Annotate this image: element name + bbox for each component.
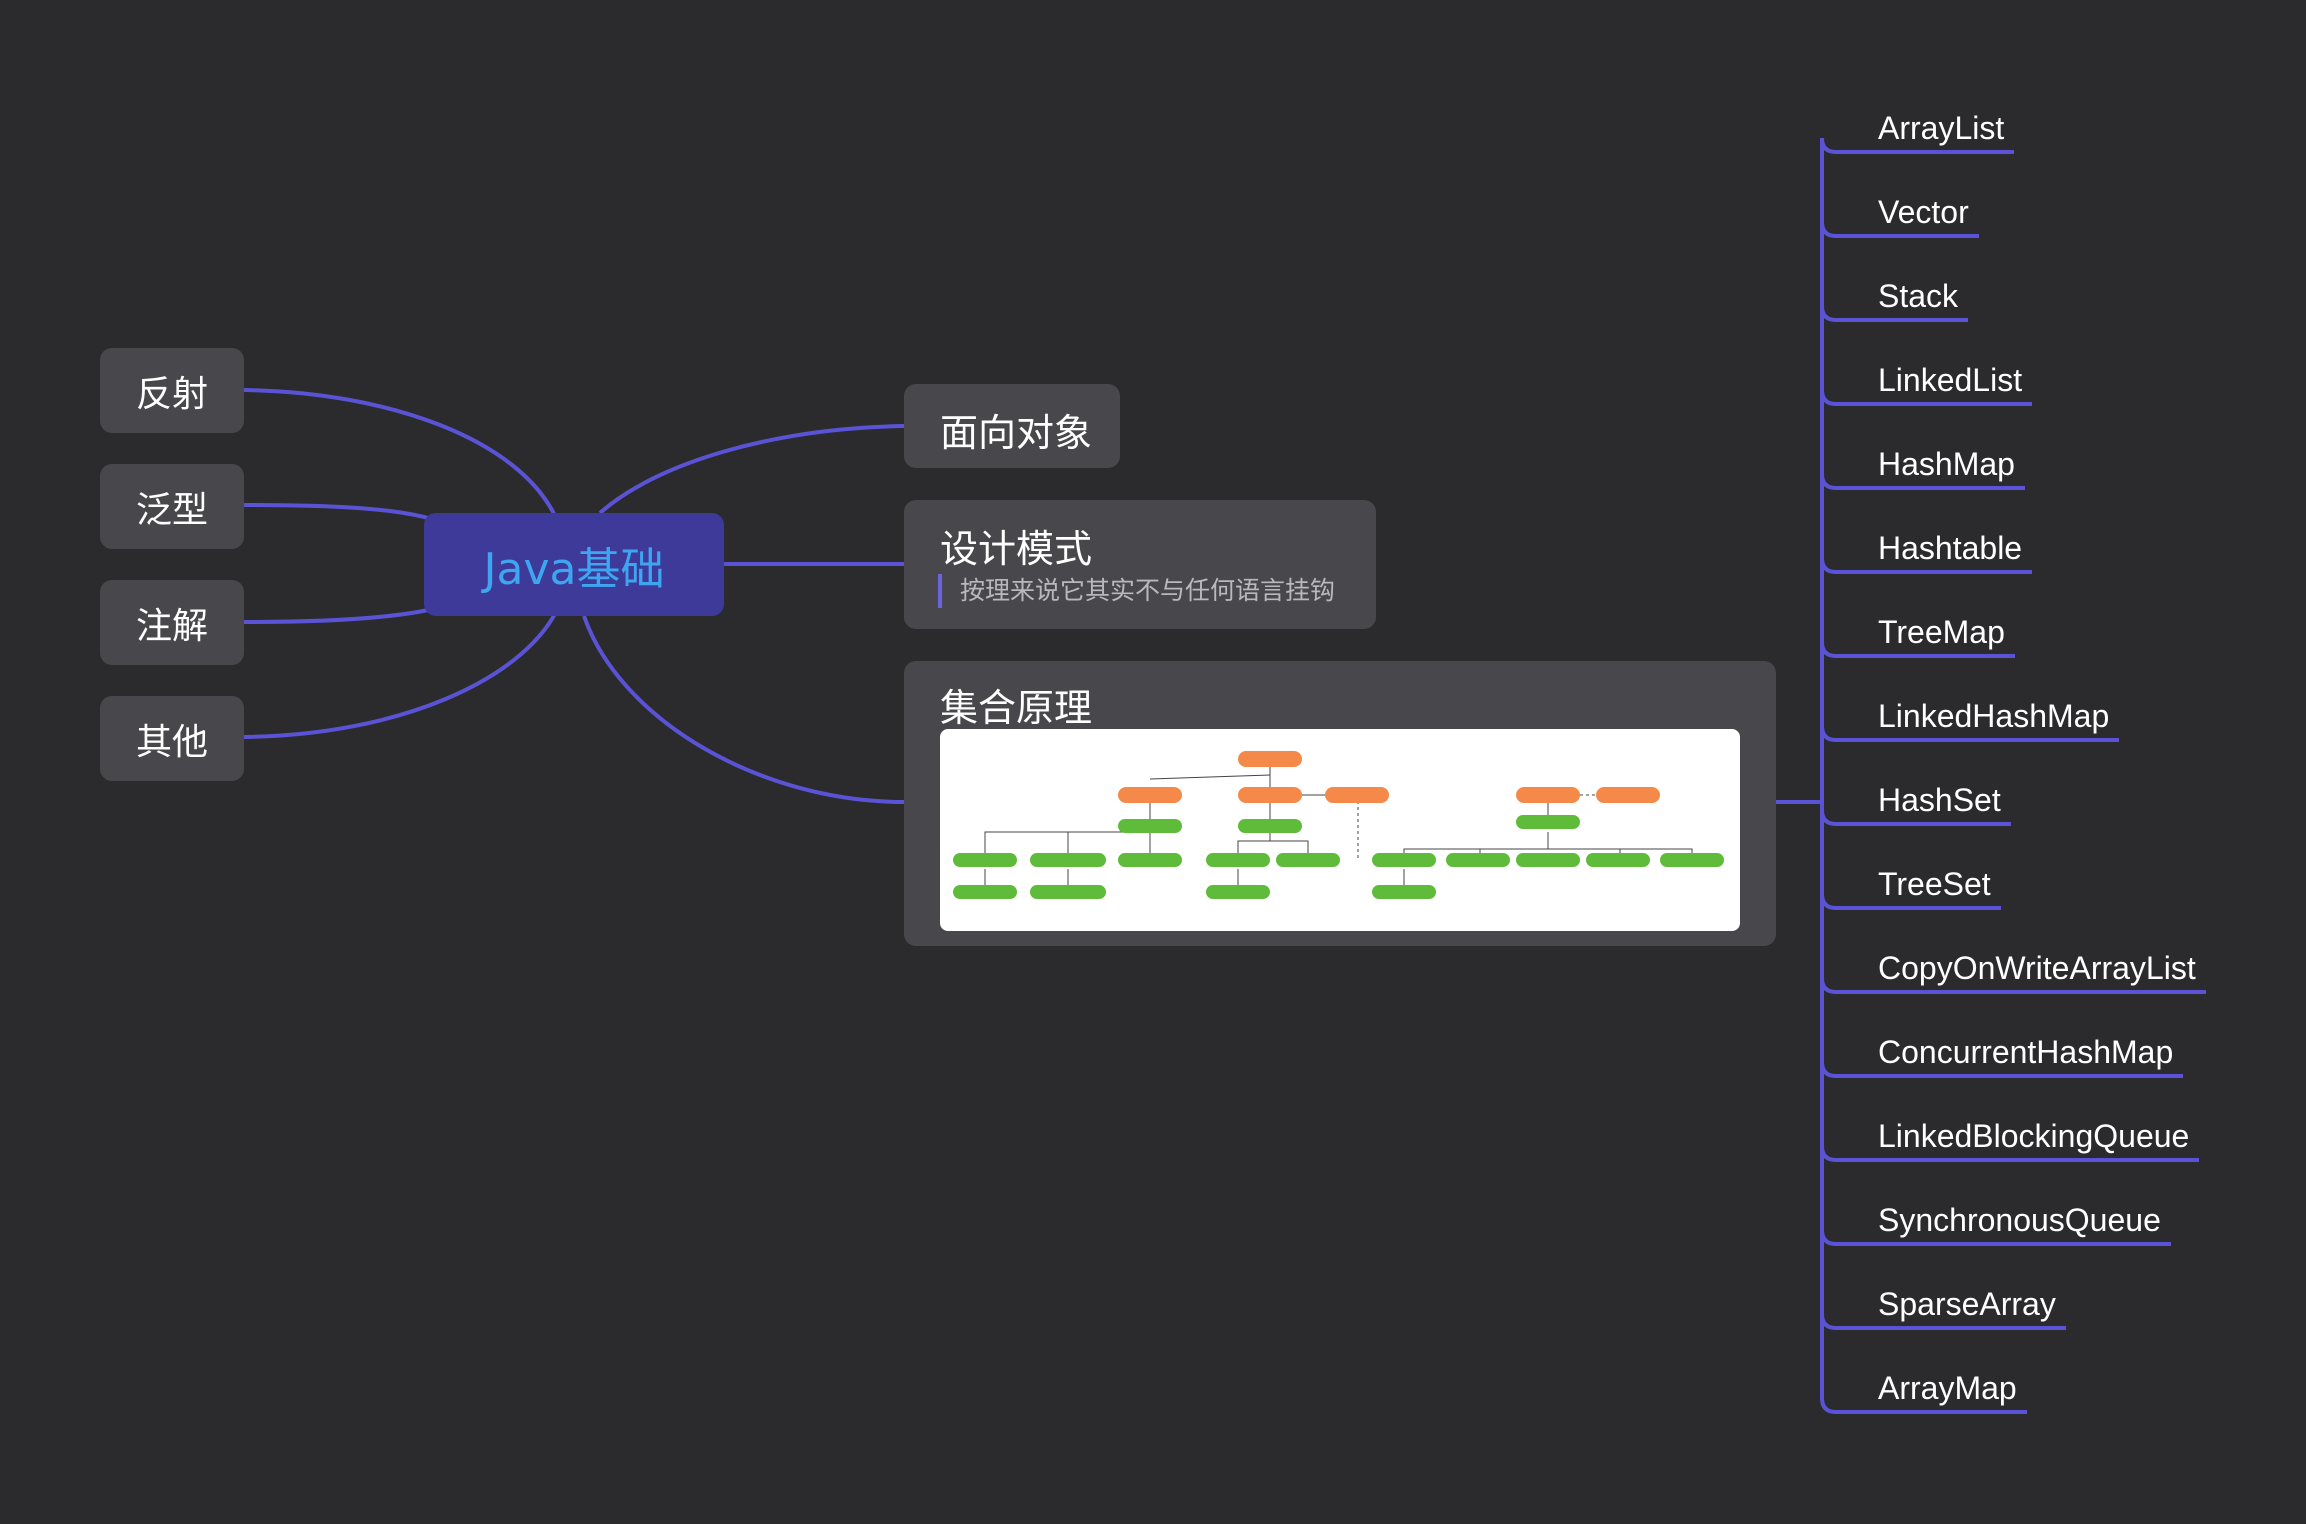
topic-note: 按理来说它其实不与任何语言挂钩	[938, 574, 1335, 608]
collection-leaf[interactable]: HashMap	[1878, 446, 2015, 482]
central-topic-label: Java基础	[483, 543, 665, 595]
connector-collections	[582, 615, 905, 804]
topic-collections[interactable]: 集合原理	[904, 661, 1776, 946]
collection-leaf[interactable]: TreeSet	[1878, 866, 1991, 902]
topic-label: 集合原理	[940, 686, 1093, 730]
topic-label: 泛型	[135, 489, 208, 531]
connector-annotations	[243, 608, 429, 624]
connector-other	[243, 611, 558, 739]
topic-label: 设计模式	[940, 527, 1093, 571]
topic-design-patterns[interactable]: 设计模式 按理来说它其实不与任何语言挂钩	[904, 500, 1376, 629]
central-topic[interactable]: Java基础	[424, 513, 724, 616]
collection-leaf[interactable]: CopyOnWriteArrayList	[1878, 950, 2196, 986]
topic-annotations[interactable]: 注解	[100, 580, 244, 665]
topic-label: 注解	[135, 605, 208, 647]
collection-branch-lines	[1820, 137, 2206, 1414]
collection-leaf[interactable]: SparseArray	[1878, 1286, 2056, 1322]
collection-leaf[interactable]: SynchronousQueue	[1878, 1202, 2161, 1238]
topic-label: 面向对象	[940, 411, 1093, 455]
topic-label: 其他	[135, 721, 208, 763]
collection-leaf[interactable]: Vector	[1878, 194, 1969, 230]
collection-hierarchy-image	[940, 729, 1740, 931]
collection-leaf[interactable]: LinkedHashMap	[1878, 698, 2110, 734]
collection-leaf[interactable]: LinkedList	[1878, 362, 2023, 398]
topic-other[interactable]: 其他	[100, 696, 244, 781]
connector-oop	[598, 424, 905, 515]
collection-leaf[interactable]: Hashtable	[1878, 530, 2023, 566]
collection-leaf[interactable]: ArrayList	[1878, 110, 2005, 146]
collection-leaf[interactable]: LinkedBlockingQueue	[1878, 1118, 2190, 1154]
collection-leaf[interactable]: ConcurrentHashMap	[1878, 1034, 2174, 1070]
collection-leaf[interactable]: ArrayMap	[1878, 1370, 2017, 1406]
collection-leaf[interactable]: Stack	[1878, 278, 1959, 314]
connector-reflection	[243, 388, 558, 519]
collection-leaf[interactable]: TreeMap	[1878, 614, 2005, 650]
collection-leaf[interactable]: HashSet	[1878, 782, 2001, 818]
topic-oop[interactable]: 面向对象	[904, 384, 1120, 468]
topic-generics[interactable]: 泛型	[100, 464, 244, 549]
topic-reflection[interactable]: 反射	[100, 348, 244, 433]
connector-generics	[243, 503, 429, 520]
topic-label: 反射	[135, 373, 208, 415]
leaf-underline	[1820, 1397, 2027, 1414]
collection-hierarchy-diagram	[953, 751, 1724, 899]
